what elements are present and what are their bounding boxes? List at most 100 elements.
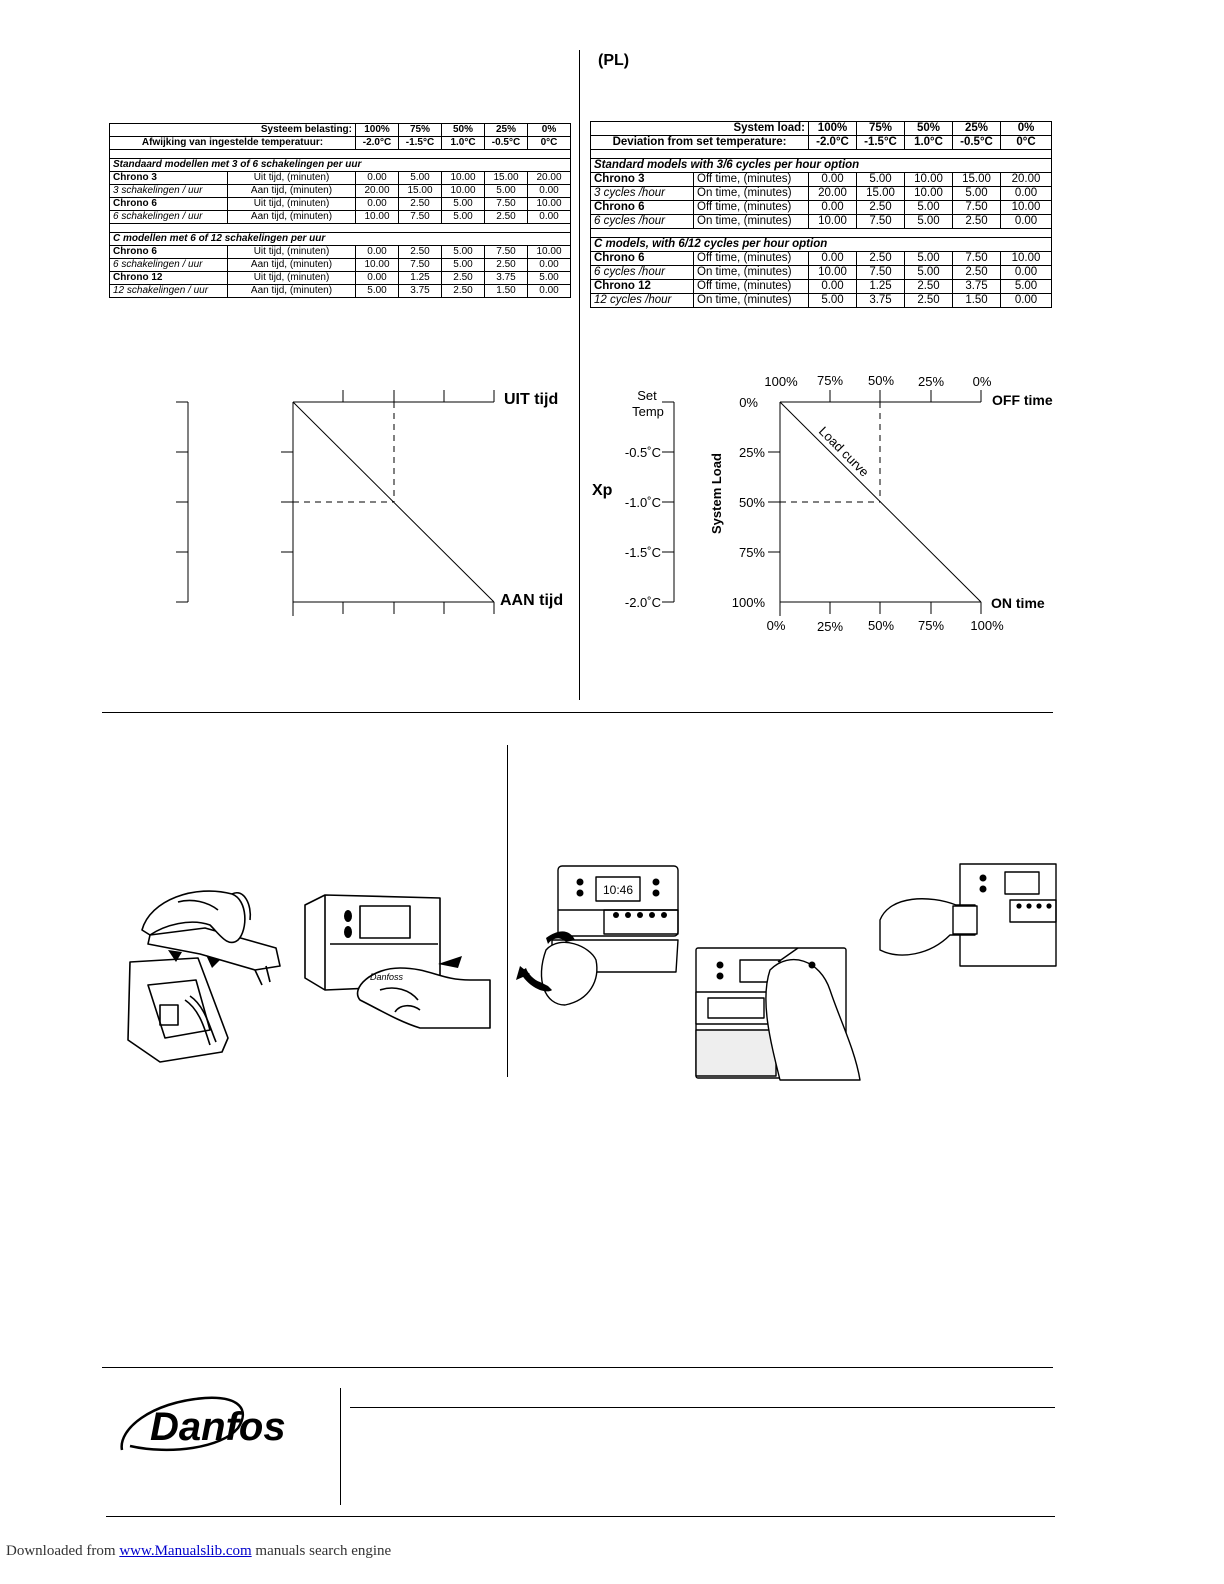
value-cell: 0.00 [355, 197, 399, 211]
temp-tick-label: -1.5˚C [625, 545, 661, 560]
table-row: Chrono 6 Uit tijd, (minuten) 0.00 2.50 5… [109, 245, 571, 259]
value-cell: 0.00 [1000, 293, 1053, 308]
col-header: 0% [1000, 121, 1053, 136]
table-row: 6 schakelingen / uur Aan tijd, (minuten)… [109, 258, 571, 272]
load-tick-label: 100% [732, 595, 766, 610]
value-cell: 7.50 [856, 265, 906, 280]
header-label: Deviation from set temperature: [589, 135, 810, 150]
desc-cell: Aan tijd, (minuten) [227, 210, 356, 224]
col-header: -2.0°C [808, 135, 858, 150]
desc-cell: Off time, (minutes) [692, 200, 810, 215]
col-header: -2.0°C [355, 136, 399, 150]
desc-cell: Off time, (minutes) [692, 251, 810, 266]
logo-wordmark: Danfoss [150, 1405, 285, 1449]
bottom-tick-label: 0% [767, 618, 786, 633]
value-cell: 7.50 [484, 197, 528, 211]
table-row: Chrono 3 Off time, (minutes) 0.00 5.00 1… [590, 172, 1053, 187]
model-cell: Chrono 3 [109, 171, 228, 185]
value-cell: 3.75 [856, 293, 906, 308]
table-row: 6 schakelingen / uur Aan tijd, (minuten)… [109, 210, 571, 224]
value-cell: 2.50 [904, 279, 954, 294]
display-time: 10:46 [603, 883, 633, 897]
value-cell: 20.00 [527, 171, 571, 185]
model-cell: 3 cycles /hour [590, 186, 694, 201]
desc-cell: Aan tijd, (minuten) [227, 284, 356, 298]
col-header: -0.5°C [952, 135, 1002, 150]
top-tick-label: 50% [868, 373, 894, 388]
download-footer: Downloaded from www.Manualslib.com manua… [6, 1543, 391, 1560]
value-cell: 5.00 [856, 172, 906, 187]
header-label: Afwijking van ingestelde temperatuur: [109, 136, 356, 150]
col-header: -0.5°C [484, 136, 528, 150]
system-load-axis-label: System Load [709, 453, 724, 534]
value-cell: 7.50 [856, 214, 906, 229]
col-header: 75% [856, 121, 906, 136]
col-header: 0°C [527, 136, 571, 150]
language-code: (PL) [598, 52, 630, 69]
load-tick-label: 75% [739, 545, 765, 560]
section-title: C models, with 6/12 cycles per hour opti… [589, 237, 1053, 252]
value-cell: 10.00 [441, 171, 485, 185]
value-cell: 15.00 [856, 186, 906, 201]
col-header: 50% [904, 121, 954, 136]
value-cell: 3.75 [952, 279, 1002, 294]
en-load-diagram: 100% 75% 50% 25% 0% 0% 25% 50% 75% 100% … [592, 373, 1053, 634]
value-cell: 5.00 [904, 200, 954, 215]
value-cell: 0.00 [808, 200, 858, 215]
footer-divider [340, 1388, 341, 1505]
table-row: Chrono 12 Off time, (minutes) 0.00 1.25 … [590, 279, 1053, 294]
on-time-label: ON time [991, 595, 1045, 611]
value-cell: 2.50 [441, 271, 485, 285]
value-cell: 2.50 [952, 265, 1002, 280]
model-cell: 12 schakelingen / uur [109, 284, 228, 298]
value-cell: 10.00 [441, 184, 485, 198]
value-cell: 5.00 [441, 245, 485, 259]
value-cell: 10.00 [808, 214, 858, 229]
value-cell: 1.50 [952, 293, 1002, 308]
desc-cell: Aan tijd, (minuten) [227, 258, 356, 272]
section-title: Standard models with 3/6 cycles per hour… [589, 158, 1053, 173]
value-cell: 0.00 [808, 279, 858, 294]
value-cell: 2.50 [484, 258, 528, 272]
col-header: 1.0°C [904, 135, 954, 150]
manualslib-link[interactable]: www.Manualslib.com [119, 1543, 252, 1559]
value-cell: 20.00 [1000, 172, 1053, 187]
value-cell: 5.00 [398, 171, 442, 185]
model-cell: Chrono 6 [109, 245, 228, 259]
value-cell: 2.50 [484, 210, 528, 224]
table-row: 6 cycles /hour On time, (minutes) 10.00 … [590, 214, 1053, 229]
temp-tick-label: -1.0˚C [625, 495, 661, 510]
value-cell: 10.00 [355, 210, 399, 224]
section-divider-2 [102, 1367, 1053, 1368]
model-cell: 6 cycles /hour [590, 265, 694, 280]
off-time-label: UIT tijd [504, 391, 558, 408]
value-cell: 5.00 [441, 258, 485, 272]
value-cell: 10.00 [1000, 251, 1053, 266]
model-cell: Chrono 3 [590, 172, 694, 187]
value-cell: 0.00 [527, 210, 571, 224]
value-cell: 0.00 [355, 271, 399, 285]
value-cell: 5.00 [355, 284, 399, 298]
value-cell: 5.00 [904, 251, 954, 266]
wall-plate-mounting-illustration: Danfoss [127, 890, 491, 1063]
value-cell: 2.50 [398, 197, 442, 211]
value-cell: 2.50 [441, 284, 485, 298]
value-cell: 3.75 [398, 284, 442, 298]
value-cell: 15.00 [398, 184, 442, 198]
model-cell: Chrono 6 [590, 251, 694, 266]
header-label: Systeem belasting: [109, 123, 356, 137]
bottom-tick-label: 25% [817, 619, 843, 634]
col-header: 100% [808, 121, 858, 136]
table-row: Chrono 3 Uit tijd, (minuten) 0.00 5.00 1… [109, 171, 571, 185]
value-cell: 7.50 [398, 210, 442, 224]
desc-cell: Uit tijd, (minuten) [227, 197, 356, 211]
desc-cell: Aan tijd, (minuten) [227, 184, 356, 198]
value-cell: 20.00 [808, 186, 858, 201]
section-divider-1 [102, 712, 1053, 713]
model-cell: Chrono 6 [590, 200, 694, 215]
value-cell: 1.50 [484, 284, 528, 298]
desc-cell: Uit tijd, (minuten) [227, 245, 356, 259]
value-cell: 7.50 [484, 245, 528, 259]
bottom-rule [106, 1516, 1055, 1517]
value-cell: 1.25 [398, 271, 442, 285]
